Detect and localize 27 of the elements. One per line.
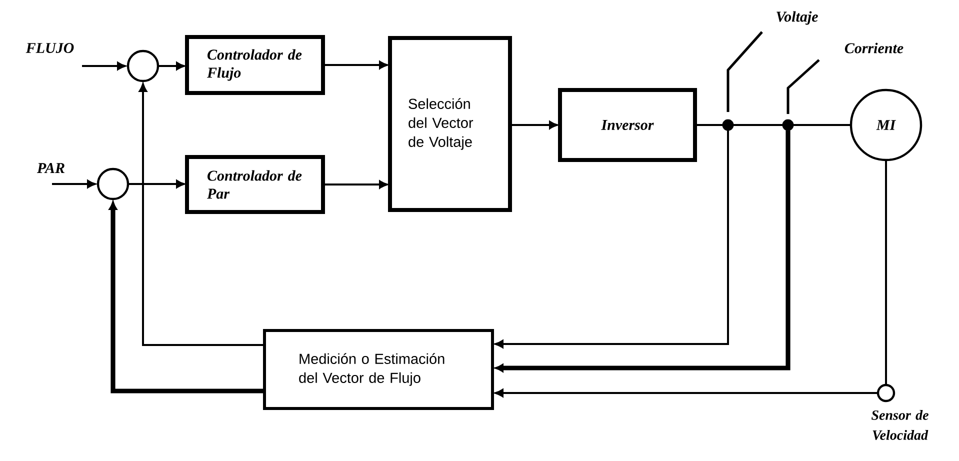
arrow — [109, 202, 264, 394]
controller-box: Controlador de Par — [185, 155, 325, 214]
arrow — [494, 388, 878, 398]
probe-label: Corriente — [844, 42, 904, 54]
arrow — [510, 120, 558, 130]
junction-dot — [782, 119, 794, 131]
selector-box: Selección del Vector de Voltaje — [388, 36, 512, 212]
sum-circle — [96, 168, 130, 200]
arrow — [323, 180, 388, 189]
estimator-box: Medición o Estimación del Vector de Flujo — [263, 329, 494, 410]
arrow — [52, 180, 96, 188]
sensor-caption: Sensor de Velocidad — [871, 410, 928, 440]
arrow — [495, 130, 790, 372]
arrow — [158, 62, 185, 70]
arrow — [138, 83, 264, 346]
input-label: PAR — [36, 163, 64, 173]
controller-box: Controlador de Flujo — [185, 35, 325, 95]
arrow — [323, 60, 388, 70]
sum-circle — [126, 50, 160, 82]
arrow — [82, 62, 126, 70]
probe-label: Voltaje — [776, 11, 818, 25]
arrow — [494, 130, 729, 348]
inverter-box: Inversor — [558, 88, 697, 162]
input-label: FLUJO — [26, 42, 74, 54]
sensor-circle — [876, 384, 896, 402]
arrow — [128, 180, 185, 188]
junction-dot — [722, 119, 734, 131]
